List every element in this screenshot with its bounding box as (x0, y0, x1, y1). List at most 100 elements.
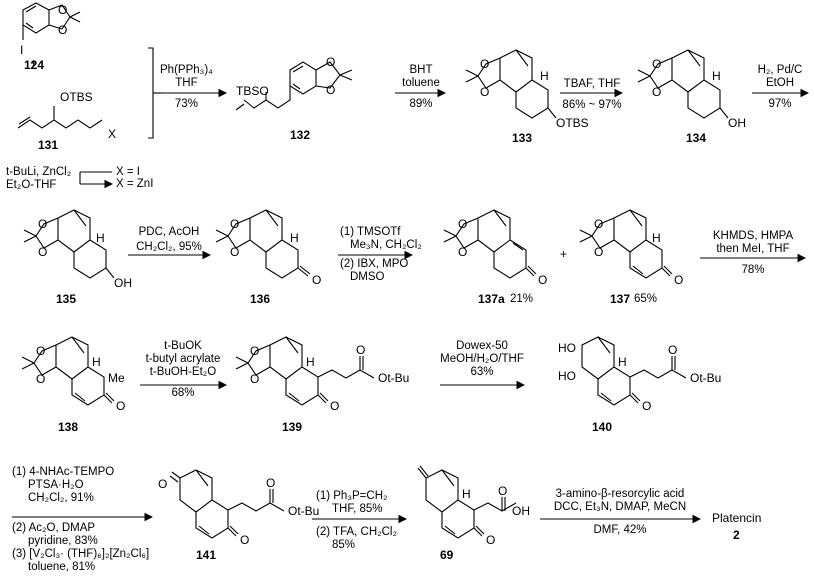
atom-ho-140a: HO (558, 341, 576, 355)
atom-o-137-b: O (594, 245, 604, 259)
atom-plus: + (30, 56, 38, 70)
atom-o-140-carbonyl: O (668, 343, 678, 357)
atom-h-139: H (306, 355, 315, 369)
structure-124 (22, 2, 81, 40)
reagent-step5: PDC, AcOH CH₂Cl₂, 95% (136, 226, 202, 253)
atom-tbso-132: TBSO (236, 84, 269, 98)
reagent-step9: Dowex-50 MeOH/H₂O/THF 63% (440, 340, 524, 378)
atom-h-140: H (618, 355, 627, 369)
label-137a: 137a (478, 292, 505, 306)
atom-o-141-carbonyl: O (266, 476, 276, 490)
atom-otbu-140: Ot-Bu (690, 371, 722, 385)
reagent-step11a: (1) Ph₃P=CH₂ THF, 85% (316, 490, 388, 515)
label-141: 141 (196, 548, 217, 562)
atom-o-137-ketone: O (674, 273, 684, 287)
reagent-step10b: (2) Ac₂O, DMAP pyridine, 83% (3) [V₂Cl₃·… (12, 522, 150, 573)
atom-otbs-131: OTBS (60, 90, 93, 104)
structure-135 (23, 209, 115, 279)
atom-me-138: Me (108, 371, 125, 385)
yield-137a: 21% (510, 293, 534, 305)
atom-x-131: X (108, 127, 117, 141)
atom-o-139-ketone: O (330, 399, 340, 413)
structure-131 (17, 106, 103, 129)
structure-134 (637, 49, 729, 119)
reagent-step10a: (1) 4-NHAc-TEMPO PTSA·H₂O CH₂Cl₂, 91% (12, 466, 115, 504)
atom-o-138b: O (36, 372, 46, 386)
atom-o-134a: O (652, 57, 662, 71)
atom-o-133a: O (480, 57, 490, 71)
reagent-zn-x2: X = ZnI (116, 178, 154, 190)
atom-h-134: H (712, 69, 721, 83)
atom-o-137a-a: O (458, 217, 468, 231)
reagent-step11b: (2) TFA, CH₂Cl₂ 85% (316, 526, 397, 551)
atom-iodide: I (20, 43, 24, 57)
structure-137 (579, 209, 673, 279)
label-138: 138 (58, 420, 79, 434)
reagent-zn-x1: X = I (116, 166, 140, 178)
structure-140 (581, 336, 687, 406)
atom-ho-140b: HO (558, 369, 576, 383)
label-2: 2 (733, 528, 740, 542)
label-135: 135 (56, 292, 77, 306)
atom-o-138-ketone: O (116, 399, 126, 413)
label-124: 124 (24, 58, 45, 72)
label-140: 140 (592, 420, 613, 434)
atom-h-133: H (540, 69, 549, 83)
atom-otbu-141: Ot-Bu (288, 504, 320, 518)
atom-h-138: H (92, 355, 101, 369)
atom-h-136: H (290, 231, 299, 245)
label-134: 134 (686, 131, 707, 145)
label-139: 139 (282, 420, 303, 434)
reagent-step7: KHMDS, HMPA then MeI, THF 78% (712, 230, 794, 276)
structure-138 (21, 336, 115, 406)
label-137: 137 (610, 292, 631, 306)
reagent-step12: 3-amino-β-resorcylic acid DCC, Et₃N, DMA… (553, 488, 687, 536)
label-131: 131 (38, 138, 59, 152)
reagent-step6: (1) TMSOTf Me₃N, CH₂Cl₂ (2) IBX, MPO DMS… (340, 226, 422, 283)
atom-o-132a: O (326, 55, 336, 69)
atom-o-132b: O (326, 83, 336, 97)
atom-h-137: H (652, 231, 661, 245)
reagent-step8: t-BuOK t-butyl acrylate t-BuOH-Et₂O 68% (145, 340, 221, 399)
atom-o-140-ketone: O (642, 399, 652, 413)
reagent-step2: BHT toluene 89% (402, 64, 440, 110)
label-132: 132 (290, 128, 311, 142)
label-133: 133 (512, 131, 533, 145)
atom-o-141-ketone: O (240, 533, 250, 547)
structure-141 (169, 469, 285, 539)
atom-o-139b: O (250, 372, 260, 386)
label-69: 69 (440, 548, 454, 562)
atom-o-133b: O (480, 85, 490, 99)
yield-137: 65% (634, 293, 658, 305)
atom-oh-69: OH (512, 504, 530, 518)
atom-oh-135: OH (114, 276, 132, 290)
atom-o-137-a: O (594, 217, 604, 231)
atom-otbu-139: Ot-Bu (378, 371, 410, 385)
atom-o-137a-ketone: O (538, 273, 548, 287)
structure-139 (235, 336, 375, 406)
structure-69 (417, 465, 517, 539)
atom-o-136-ketone: O (312, 273, 322, 287)
atom-h-135: H (96, 231, 105, 245)
atom-o-134b: O (652, 85, 662, 99)
structure-132 (235, 61, 353, 111)
structure-137a (443, 209, 537, 279)
atom-h-69: H (462, 487, 471, 501)
atom-o-139-carbonyl: O (356, 343, 366, 357)
atom-plus-137: + (560, 247, 568, 261)
structure-136 (215, 209, 311, 279)
atom-o-138a: O (36, 344, 46, 358)
atom-o-69-carbonyl: O (498, 484, 508, 498)
reagent-step3: TBAF, THF 86% ~ 97% (562, 78, 622, 111)
atom-o-135a: O (38, 217, 48, 231)
atom-o-141-ketone-top: O (158, 477, 168, 491)
atom-otbs-133: OTBS (556, 116, 589, 130)
atom-o-124b: O (58, 23, 68, 37)
atom-o-136b: O (230, 245, 240, 259)
atom-o-135b: O (38, 245, 48, 259)
atom-o-136a: O (230, 217, 240, 231)
product-name: Platencin (712, 511, 762, 525)
structure-133 (465, 49, 557, 119)
